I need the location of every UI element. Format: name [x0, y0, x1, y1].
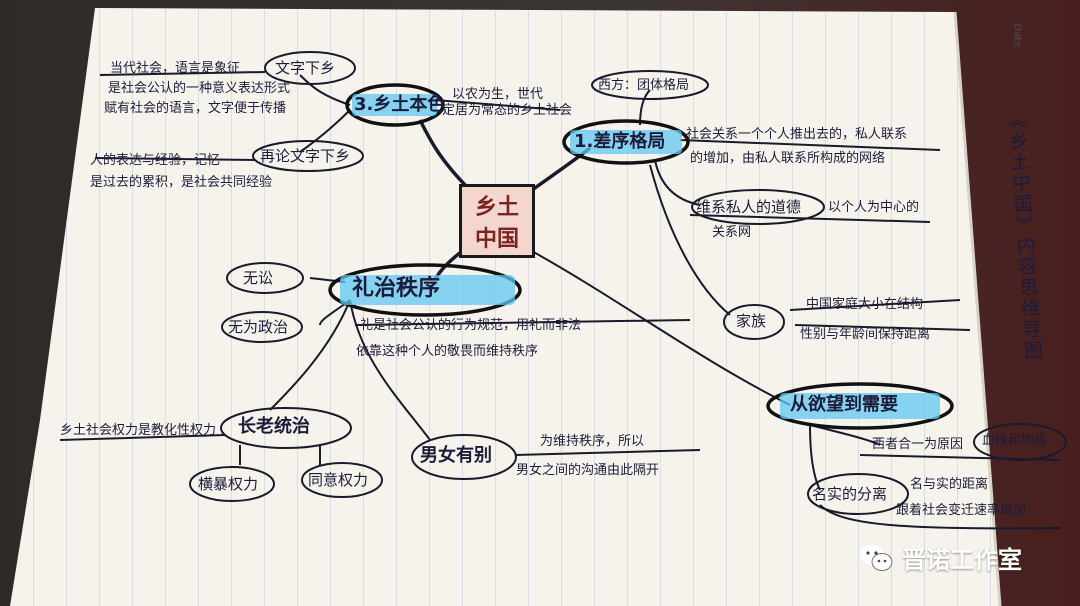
node-weixi-daode: 维系私人的道德	[696, 198, 802, 216]
watermark-text: 晋诺工作室	[902, 546, 1022, 574]
center-line-1: 乡土	[474, 195, 519, 220]
node-zailun-wenzi: 再论文字下乡	[260, 147, 351, 165]
note-daode-2: 关系网	[712, 225, 752, 240]
date-mark: Date	[1011, 23, 1023, 48]
note-zhanglao: 乡土社会权力是教化性权力	[60, 423, 217, 438]
node-wuwei-zhengzhi: 无为政治	[228, 318, 289, 336]
watermark: 晋诺工作室	[858, 540, 1022, 575]
node-chaxu-geju: 1.差序格局	[574, 131, 666, 152]
note-mingshi-1: 名与实的距离	[910, 477, 989, 492]
note-lizhi-1: 礼是社会公认的行为规范，用礼而非法	[360, 318, 582, 333]
note-mingshi-2: 跟着社会变迁速率增加	[896, 503, 1027, 518]
note-jiazu-1: 中国家庭大小在结构	[806, 297, 924, 312]
node-hengbao-quanli: 横暴权力	[198, 475, 259, 493]
note-chaxu-2: 的增加，由私人联系所构成的网络	[690, 151, 886, 166]
note-yuwang-2: 血缘和地缘	[982, 433, 1048, 448]
note-daode-1: 以个人为中心的	[828, 200, 920, 215]
node-jiazu: 家族	[736, 312, 767, 330]
node-wenzi-xiaxiang: 文字下乡	[275, 59, 336, 77]
note-zaitan-1: 人的表达与经验，记忆	[90, 153, 221, 168]
node-nannv-youbie: 男女有别	[420, 445, 492, 466]
wechat-icon	[858, 543, 894, 573]
node-wusong: 无讼	[243, 269, 274, 287]
node-tongyi-quanli: 同意权力	[308, 471, 369, 489]
node-mingshi-fenli: 名实的分离	[812, 485, 888, 503]
note-wenzi-2: 是社会公认的一种意义表达形式	[108, 81, 291, 96]
node-xifang-tuanti: 西方：团体格局	[598, 78, 690, 93]
note-nannv-2: 男女之间的沟通由此隔开	[516, 463, 660, 478]
node-zhanglao-tongzhi: 长老统治	[238, 416, 310, 437]
node-yuwang-xuyao: 从欲望到需要	[790, 394, 898, 415]
note-wenzi-1: 当代社会，语言是象征	[110, 61, 241, 76]
center-line-2: 中国	[474, 227, 519, 252]
node-xiangtu-bense: 3.乡土本色	[354, 94, 446, 115]
note-chaxu-1: 社会关系一个个人推出去的，私人联系	[686, 127, 908, 142]
note-nannv-1: 为维持秩序，所以	[540, 434, 645, 449]
note-wenzi-3: 赋有社会的语言，文字便于传播	[104, 101, 287, 116]
note-bense-2: 定居为常态的乡土社会	[442, 103, 573, 118]
node-lizhi-zhixu: 礼治秩序	[352, 276, 441, 301]
note-jiazu-2: 性别与年龄间保持距离	[800, 327, 931, 342]
center-topic: 乡土 中国	[459, 184, 535, 258]
note-yuwang-1: 西者合一为原因	[872, 437, 964, 452]
note-lizhi-2: 依靠这种个人的敬畏而维持秩序	[356, 344, 539, 359]
note-bense-1: 以农为生，世代	[452, 87, 544, 102]
note-zaitan-2: 是过去的累积，是社会共同经验	[90, 175, 273, 190]
